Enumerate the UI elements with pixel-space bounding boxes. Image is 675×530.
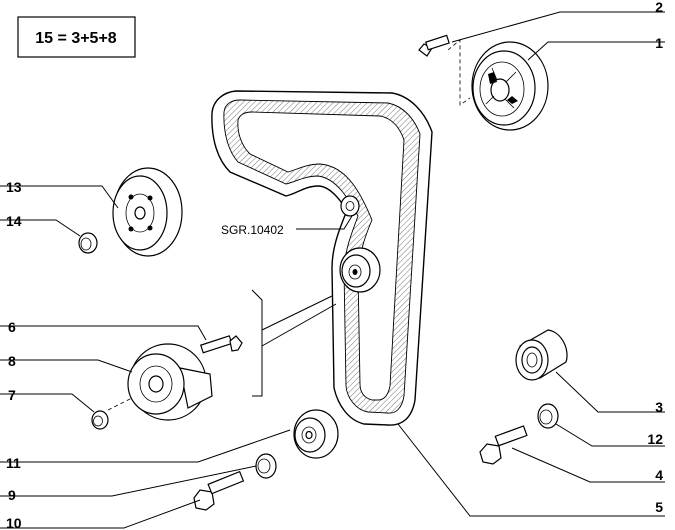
callout-9: 9 — [8, 487, 16, 503]
callout-10: 10 — [6, 515, 22, 530]
spacer-12 — [537, 403, 559, 429]
bolt-10 — [193, 470, 245, 511]
callout-7: 7 — [8, 387, 16, 403]
callout-3: 3 — [655, 399, 663, 415]
callout-8: 8 — [8, 353, 16, 369]
callout-1: 1 — [655, 35, 663, 51]
callout-5: 5 — [655, 499, 663, 515]
timing-belt — [211, 90, 433, 426]
belt-idler-small — [340, 195, 360, 217]
callout-13: 13 — [6, 179, 22, 195]
callout-2: 2 — [655, 0, 663, 15]
assembly-guide-left — [107, 397, 133, 411]
callout-6: 6 — [8, 319, 16, 335]
callout-12: 12 — [647, 431, 663, 447]
callout-4: 4 — [655, 467, 663, 483]
callout-11: 11 — [6, 455, 21, 471]
spacer-9 — [255, 453, 277, 479]
callout-numbers: 2 1 3 12 4 5 13 14 6 8 7 11 9 10 — [6, 0, 663, 530]
callout-14: 14 — [6, 213, 22, 229]
idler-roller-3 — [515, 329, 568, 381]
camshaft-pulley-1 — [471, 41, 549, 131]
pulley-11 — [293, 409, 339, 459]
bolt-2 — [418, 34, 450, 57]
nut-14 — [78, 232, 98, 254]
group-bracket — [251, 289, 263, 397]
bolt-6 — [200, 335, 243, 354]
formula-box: 15 = 3+5+8 — [17, 16, 136, 58]
leader-lines — [0, 11, 665, 529]
belt-roller — [339, 247, 381, 293]
assembly-guide-top — [447, 39, 471, 106]
pulley-13 — [112, 167, 183, 257]
tensioner-pulley-8 — [127, 343, 213, 421]
bolt-4 — [479, 425, 528, 465]
reference-code-label: SGR.10402 — [221, 223, 284, 237]
nut-7 — [91, 410, 109, 430]
formula-text: 15 = 3+5+8 — [35, 30, 117, 47]
